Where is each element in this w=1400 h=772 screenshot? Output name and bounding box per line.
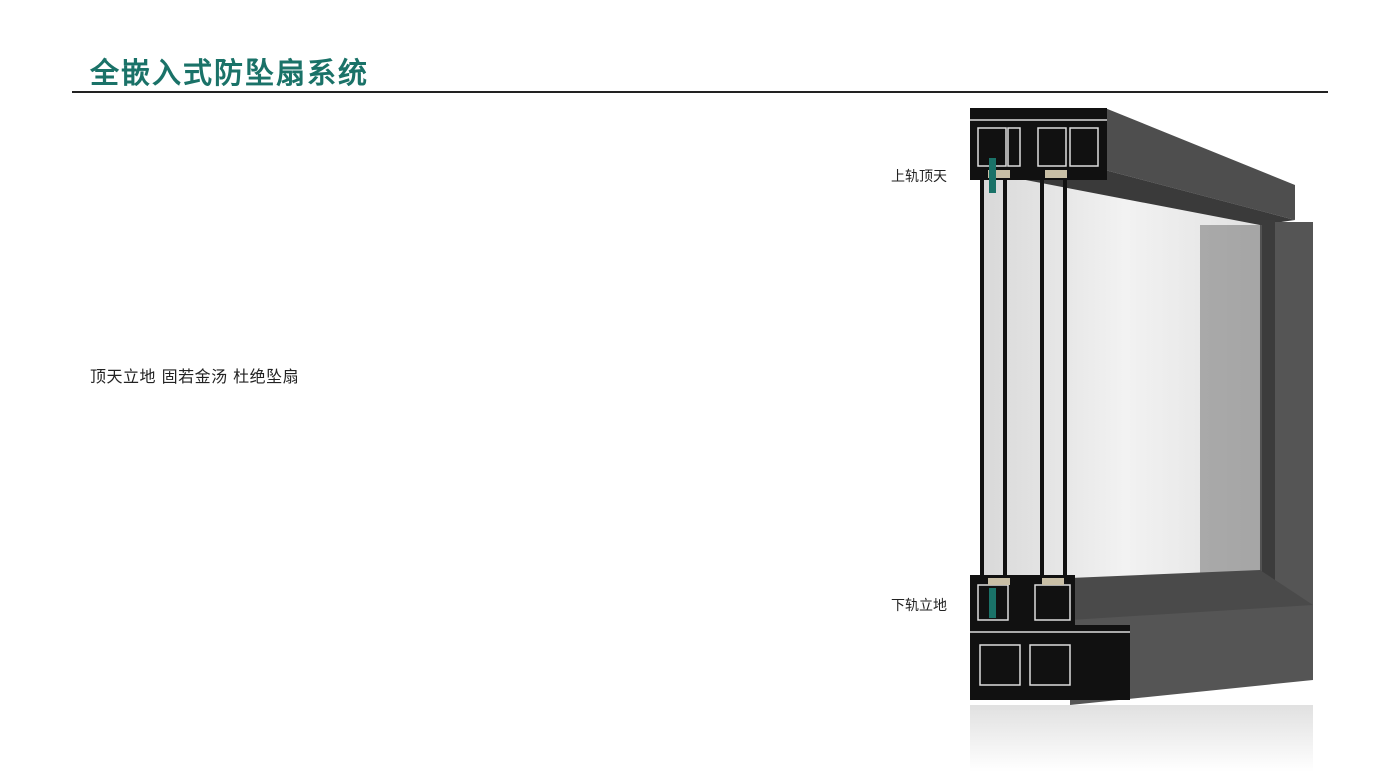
slogan-text: 顶天立地 固若金汤 杜绝坠扇 (90, 367, 300, 386)
bottom-arrow-icon (989, 588, 996, 618)
title-divider (72, 91, 1328, 93)
right-jamb (1260, 220, 1275, 670)
top-arrow-icon (989, 158, 996, 193)
floor-reflection (970, 705, 1313, 772)
window-frame-cross-section-illustration (970, 108, 1313, 772)
top-rail-label: 上轨顶天 (891, 169, 947, 185)
page-title: 全嵌入式防坠扇系统 (90, 56, 370, 90)
bottom-rail-label: 下轨立地 (891, 598, 947, 614)
top-rail-side (1105, 108, 1295, 220)
